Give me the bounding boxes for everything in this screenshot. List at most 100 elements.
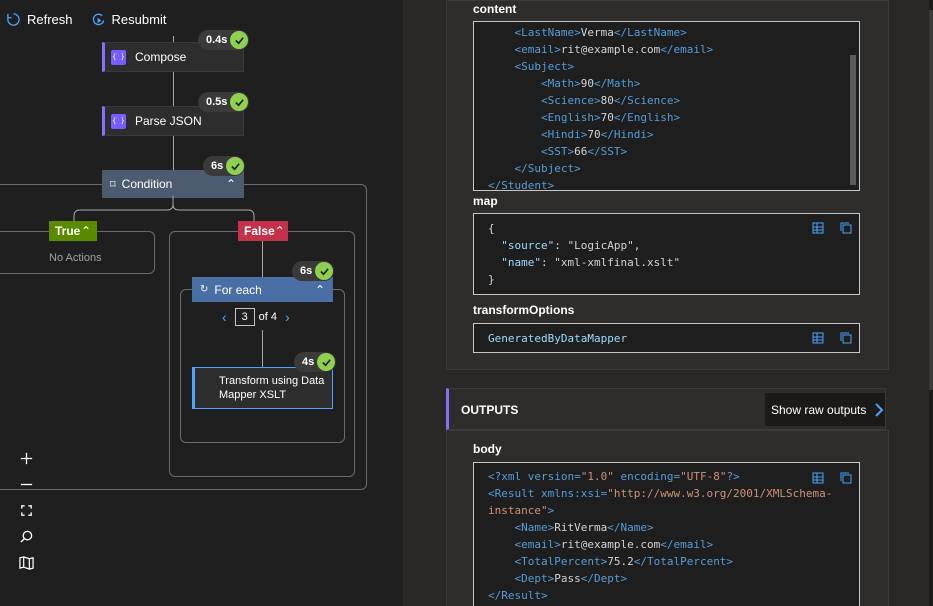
search-icon [19,530,32,543]
code-line: <Dept>Pass</Dept> [514,572,628,585]
iteration-pager: ‹ 3 of 4 › [222,308,290,326]
map-codebox[interactable]: { "source": "LogicApp", "name": "xml-xml… [473,213,860,295]
outputs-title: OUTPUTS [461,403,519,417]
code-line: "source": "LogicApp", [501,239,641,252]
collapse-chevron-icon[interactable]: ⌃ [80,224,91,238]
next-iteration-button[interactable]: › [285,309,290,325]
collapse-chevron-icon[interactable]: ⌃ [314,282,325,297]
code-line: <SST>66</SST> [540,145,628,158]
content-scrollbar[interactable] [850,55,856,185]
code-line: instance"> [488,504,555,517]
transform-action[interactable]: Transform using Data Mapper XSLT [192,367,333,409]
toolbar: Refresh Resubmit [0,0,403,38]
show-raw-outputs-button[interactable]: Show raw outputs [765,393,885,426]
code-line: <Science>80</Science> [540,94,681,107]
search-button[interactable] [12,523,40,549]
true-branch-header[interactable]: True ⌃ [49,221,97,241]
table-view-icon[interactable] [812,472,824,484]
map-code: { "source": "LogicApp", "name": "xml-xml… [488,220,859,288]
chevron-right-icon [875,402,884,417]
iteration-input[interactable]: 3 [234,308,255,326]
transform-options-label: transformOptions [473,303,575,317]
loop-icon: ↻ [200,284,209,295]
edge [173,36,174,44]
condition-duration-badge: 6s [203,156,246,176]
duration-text: 4s [302,356,315,368]
edge [262,241,263,277]
duration-text: 6s [300,265,313,277]
code-line: } [488,273,495,286]
transform-options-codebox[interactable]: GeneratedByDataMapper [473,323,860,353]
duration-text: 6s [211,160,224,172]
compose-label: Compose [135,50,187,64]
minimap-button[interactable] [12,549,40,575]
zoom-out-button[interactable] [12,471,40,497]
refresh-button[interactable]: Refresh [6,12,73,27]
success-check-icon [226,157,245,175]
resubmit-icon [92,13,104,25]
table-view-icon[interactable] [812,332,824,344]
parse-json-duration-badge: 0.5s [198,92,250,112]
code-line: <email>rit@example.com</email> [514,538,714,551]
iteration-total: of 4 [258,311,278,323]
content-codebox[interactable]: <LastName>Verma</LastName> <email>rit@ex… [473,21,860,191]
code-line: "name": "xml-xmlfinal.xslt" [501,256,681,269]
code-line: <Result xmlns:xsi="http://www.w3.org/200… [488,487,833,500]
parse-json-icon: { } [111,113,126,129]
code-line: <English>70</English> [540,111,681,124]
code-line: <Math>90</Math> [540,77,641,90]
code-line: <email>rit@example.com</email> [514,43,714,56]
collapse-chevron-icon[interactable]: ⌃ [274,224,285,238]
false-branch-label: False [244,224,275,238]
edge [173,136,174,170]
transform-label: Transform using Data Mapper XSLT [219,375,325,401]
code-line: <Subject> [514,60,575,73]
success-check-icon [230,93,249,111]
false-branch-header[interactable]: False ⌃ [238,221,288,241]
body-code: <?xml version="1.0" encoding="UTF-8"?> <R… [488,468,859,604]
copy-icon[interactable] [840,332,852,344]
code-line: </Result> [488,589,548,602]
content-code: <LastName>Verma</LastName> <email>rit@ex… [488,24,859,191]
zoom-in-button[interactable] [12,445,40,471]
success-check-icon [315,262,334,280]
collapse-chevron-icon[interactable]: ⌃ [225,177,236,191]
code-line: { [488,222,495,235]
panel-scrollbar-thumb[interactable] [929,10,933,390]
code-line: <LastName>Verma</LastName> [514,26,687,39]
fit-view-button[interactable] [12,497,40,523]
table-view-icon[interactable] [812,222,824,234]
compose-duration-badge: 0.4s [198,30,250,50]
resubmit-button[interactable]: Resubmit [91,12,166,27]
show-raw-outputs-label: Show raw outputs [771,402,867,417]
transform-options-value: GeneratedByDataMapper [488,332,628,345]
for-each-duration-badge: 6s [292,261,335,281]
fit-view-icon [20,504,32,516]
success-check-icon [317,353,336,371]
code-line: <Name>RitVerma</Name> [514,521,654,534]
success-check-icon [230,31,249,49]
run-details-panel: content <LastName>Verma</LastName> <emai… [403,0,933,606]
minus-icon [20,483,32,485]
no-actions-text: No Actions [49,252,102,264]
code-line: </Subject> [514,162,581,175]
code-line: </Student> [488,179,555,191]
body-label: body [473,442,502,456]
edge [173,72,174,106]
code-line: <?xml version="1.0" encoding="UTF-8"?> [488,470,740,483]
for-each-header[interactable]: ↻ For each ⌃ [192,277,333,302]
branch-edges [73,196,255,222]
true-branch-label: True [55,224,81,238]
code-line: <TotalPercent>75.2</TotalPercent> [514,555,734,568]
duration-text: 0.4s [206,34,228,46]
copy-icon[interactable] [840,222,852,234]
outputs-header: OUTPUTS Show raw outputs [446,388,886,430]
plus-icon [20,452,32,464]
refresh-label: Refresh [27,11,73,27]
for-each-label: For each [214,282,262,297]
code-line: <Hindi>70</Hindi> [540,128,654,141]
body-codebox[interactable]: <?xml version="1.0" encoding="UTF-8"?> <R… [473,462,860,606]
edge [262,330,263,368]
previous-iteration-button[interactable]: ‹ [222,309,227,325]
copy-icon[interactable] [840,472,852,484]
